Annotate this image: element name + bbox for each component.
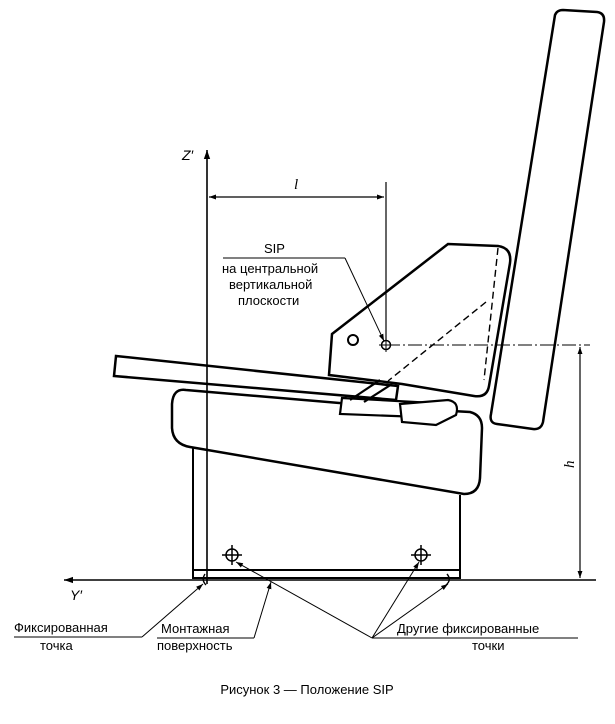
fixed-point-label-line2: точка (40, 638, 73, 653)
z-axis-label: Z′ (181, 147, 195, 163)
fixed-point-leader (141, 583, 204, 638)
sip-label-line3: вертикальной (229, 277, 312, 292)
sip-label-line4: плоскости (238, 293, 299, 308)
sip-label-line2: на центральной (222, 261, 318, 276)
dimension-l-label: l (294, 177, 298, 193)
mounting-surface-label-line1: Монтажная (161, 621, 230, 636)
seat-pedestal (192, 445, 461, 579)
fixture-bracket (338, 379, 459, 427)
fixture-hole (347, 334, 359, 346)
sip-fixture (327, 242, 512, 398)
dimension-l (209, 182, 387, 345)
other-fixed-points-label-line1: Другие фиксированные (397, 621, 539, 636)
other-fixed-points-label-line2: точки (472, 638, 504, 653)
mounting-surface-label-line2: поверхность (157, 638, 233, 653)
figure-caption: Рисунок 3 — Положение SIP (220, 682, 393, 697)
sip-leader (344, 257, 385, 342)
y-axis-label: Y′ (70, 587, 83, 603)
fixed-point-label-line1: Фиксированная (14, 620, 108, 635)
seat-back (489, 8, 606, 431)
other-fixed-point-right (411, 545, 431, 565)
mounting-surface-leader (253, 581, 272, 639)
sip-point (379, 338, 393, 352)
other-fixed-points-leaders (235, 561, 449, 639)
sip-label-line1: SIP (264, 241, 285, 256)
dimension-h-label: h (562, 461, 578, 469)
other-fixed-point-left (222, 545, 242, 565)
